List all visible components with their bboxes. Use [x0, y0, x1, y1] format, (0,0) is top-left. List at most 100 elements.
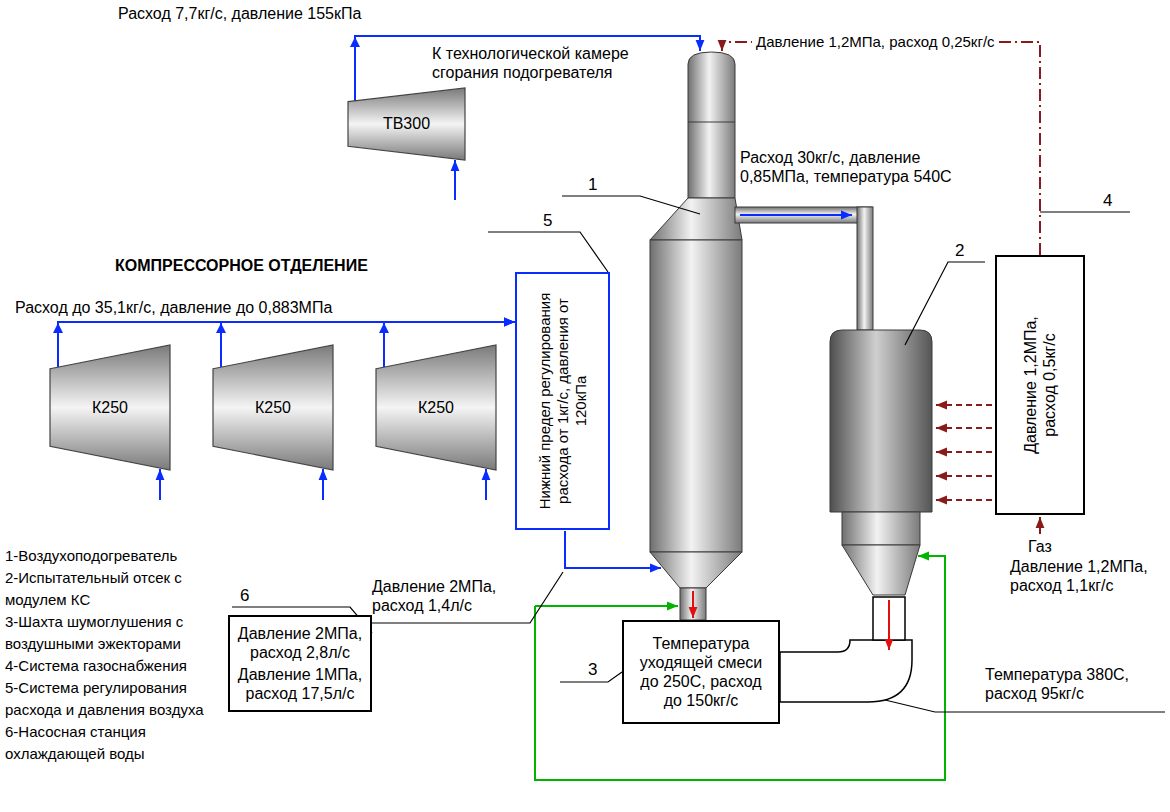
leader-line	[488, 232, 608, 272]
label-holder: Давление 1,2МПа, расход 0,25кг/с	[752, 33, 999, 51]
flow-arrow	[692, 591, 694, 618]
test-body	[830, 330, 932, 512]
air-inlet-arrow	[159, 469, 161, 500]
label-holder: 4-Система газоснабжения	[5, 655, 220, 677]
gas-arrow	[936, 475, 992, 477]
flow-note: Расход 30кг/с, давление 0,85МПа, темпера…	[740, 148, 980, 186]
air-line	[565, 531, 661, 568]
label-holder: Расход 30кг/с, давление 0,85МПа, темпера…	[740, 148, 980, 186]
air-inlet-arrow	[454, 160, 456, 200]
legend-entry: 4-Система газоснабжения	[5, 655, 220, 677]
label-holder: 5-Система регулирования расхода и давлен…	[5, 677, 220, 721]
legend-entry: 1-Воздухоподогреватель	[5, 545, 220, 567]
flow-arrow	[888, 600, 890, 650]
box-text: Давление 2МПа, расход 2,8л/с	[236, 624, 364, 662]
flow-arrow	[740, 214, 852, 216]
compressor-name: ТВ300	[383, 114, 430, 133]
gas-inlet-arrow	[1039, 517, 1041, 534]
label-holder: 5	[543, 211, 552, 231]
label-holder: Газ	[1028, 537, 1052, 556]
callout-number: 6	[240, 586, 249, 606]
air-inlet-arrow	[322, 469, 324, 500]
callout-number: 5	[543, 211, 552, 231]
label-holder: 3-Шахта шумоглушения с воздушными эжекто…	[5, 611, 220, 655]
pump-station-box: Давление 2МПа, расход 2,8л/сДавление 1МП…	[228, 615, 372, 712]
flow-note: К технологической камере сгорания подогр…	[432, 44, 664, 82]
label-holder: Расход 7,7кг/с, давление 155кПа	[118, 4, 361, 23]
label-holder: 1	[588, 175, 597, 195]
label-holder: Температура 380С, расход 95кг/с	[985, 665, 1160, 703]
exhaust-elbow	[780, 640, 912, 702]
gas-line	[722, 42, 1040, 255]
leader-line	[905, 262, 985, 345]
label-holder: 1-Воздухоподогреватель	[5, 545, 220, 567]
control-box: Нижний предел регулирования расхода от 1…	[515, 272, 610, 530]
heater-band	[688, 122, 735, 123]
air-line	[355, 36, 700, 101]
air-heater	[650, 52, 742, 620]
compressor-shape	[50, 345, 170, 470]
heater-body	[650, 240, 742, 552]
label-holder: КОМПРЕССОРНОЕ ОТДЕЛЕНИЕ	[115, 256, 368, 275]
gas-supply-box: Давление 1,2МПа, расход 0,5кг/с	[995, 255, 1085, 515]
box-text: Нижний предел регулирования расхода от 1…	[536, 278, 590, 524]
compressor-shape	[213, 345, 333, 470]
compressor-symbol: К250	[50, 345, 170, 470]
label-holder: Давление 1,2МПа, расход 1,1кг/с	[1010, 557, 1160, 595]
gas-arrow	[936, 451, 992, 453]
compressor-shape	[348, 88, 465, 160]
label-holder: Давление 2МПа, расход 1,4л/с	[372, 577, 532, 615]
flow-note: Давление 1,2МПа, расход 0,25кг/с	[752, 33, 999, 51]
label-holder: Расход до 35,1кг/с, давление до 0,883МПа	[15, 298, 332, 317]
compressor-symbol: ТВ300	[348, 88, 465, 160]
legend-entry: 6-Насосная станция охлаждающей воды	[5, 721, 220, 765]
heater-cone	[650, 198, 742, 240]
label-holder: 6-Насосная станция охлаждающей воды	[5, 721, 220, 765]
flow-note: Расход до 35,1кг/с, давление до 0,883МПа	[15, 298, 332, 317]
leader-line	[1040, 211, 1130, 212]
heater-nozzle	[680, 588, 706, 620]
box-text: Давление 1МПа, расход 17,5л/с	[236, 665, 364, 703]
leader-line	[368, 572, 563, 623]
leader-line	[562, 196, 700, 214]
legend-entry: 2-Испытательный отсек с модулем КС	[5, 567, 220, 611]
callout-number: 2	[955, 241, 964, 261]
label-holder: 6	[240, 586, 249, 606]
callout-number: 3	[588, 660, 597, 680]
flow-note: Давление 1,2МПа, расход 1,1кг/с	[1010, 557, 1160, 595]
compressor-name: К250	[418, 398, 454, 417]
compressor-shape	[376, 345, 496, 470]
section-heading: КОМПРЕССОРНОЕ ОТДЕЛЕНИЕ	[115, 256, 368, 275]
label-holder: 2	[955, 241, 964, 261]
pipe-vertical	[857, 207, 873, 330]
gas-arrow	[936, 499, 992, 501]
arrow-head	[350, 37, 360, 47]
water-line	[535, 605, 678, 607]
legend-entry: 3-Шахта шумоглушения с воздушными эжекто…	[5, 611, 220, 655]
label-holder: 3	[588, 660, 597, 680]
pipe-horizontal	[735, 207, 872, 223]
exhaust-shaft-box: Температура уходящей смеси до 250С, расх…	[622, 620, 780, 724]
gas-arrow	[936, 404, 992, 406]
flow-note: Давление 2МПа, расход 1,4л/с	[372, 577, 532, 615]
heater-top	[688, 52, 735, 198]
label-holder: К технологической камере сгорания подогр…	[432, 44, 664, 82]
heater-bottom-cone	[650, 552, 742, 588]
callout-number: 1	[588, 175, 597, 195]
compressor-name: К250	[255, 398, 291, 417]
flow-note: Газ	[1028, 537, 1052, 556]
box-text: Давление 1,2МПа, расход 0,5кг/с	[1021, 300, 1059, 470]
flow-note: Температура 380С, расход 95кг/с	[985, 665, 1160, 703]
callout-number: 4	[1103, 191, 1112, 211]
test-section	[830, 330, 932, 595]
compressor-name: К250	[92, 398, 128, 417]
compressor-symbol: К250	[213, 345, 333, 470]
air-inlet-arrow	[485, 469, 487, 500]
gas-arrow	[936, 427, 992, 429]
legend-entry: 5-Система регулирования расхода и давлен…	[5, 677, 220, 721]
test-neck	[842, 512, 920, 545]
test-cone	[842, 545, 920, 595]
water-line	[535, 556, 945, 780]
hot-air-pipe	[735, 207, 873, 330]
